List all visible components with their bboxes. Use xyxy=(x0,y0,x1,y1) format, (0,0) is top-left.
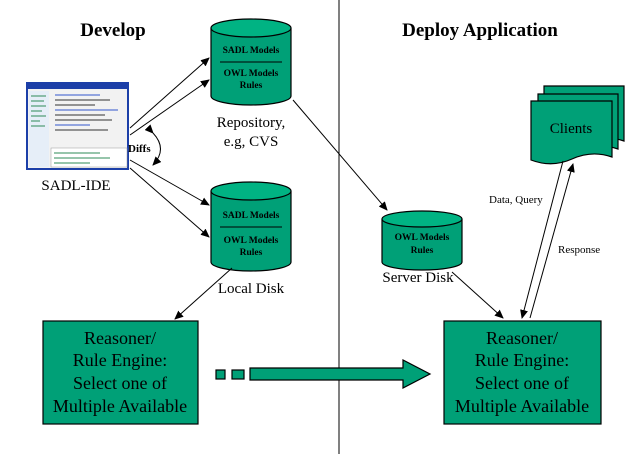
clients-documents xyxy=(530,85,625,165)
local-disk-cylinder xyxy=(210,181,292,272)
sadl-ide-label: SADL-IDE xyxy=(41,178,110,194)
server-disk-owl-models: OWL Models xyxy=(395,233,450,243)
server-disk-rules: Rules xyxy=(411,246,434,256)
repository-rules: Rules xyxy=(240,81,263,91)
repository-sadl-models: SADL Models xyxy=(223,46,280,56)
diffs-label: Diffs xyxy=(128,143,151,155)
local-disk-sadl-models: SADL Models xyxy=(223,211,280,221)
repository-caption-line2: e.g, CVS xyxy=(224,134,279,150)
local-disk-caption: Local Disk xyxy=(218,281,285,297)
server-to-reasoner-arrow xyxy=(451,271,504,319)
response-arrow xyxy=(529,163,575,319)
ide-to-repo-arrow-b xyxy=(129,79,210,136)
reasoner-right-line3: Select one of xyxy=(475,373,569,393)
data-query-arrow xyxy=(520,160,564,319)
develop-heading: Develop xyxy=(80,20,145,41)
deploy-block-arrow xyxy=(215,359,432,389)
server-disk-caption: Server Disk xyxy=(382,270,454,286)
ide-to-repo-arrow-a xyxy=(129,57,210,129)
reasoner-right-box xyxy=(443,320,602,425)
deploy-heading: Deploy Application xyxy=(402,20,558,41)
server-disk-cylinder xyxy=(381,210,463,271)
diffs-arrow xyxy=(144,124,162,166)
reasoner-left-line2: Rule Engine: xyxy=(73,350,167,370)
reasoner-right-line2: Rule Engine: xyxy=(475,350,569,370)
response-label: Response xyxy=(558,244,600,256)
reasoner-left-line1: Reasoner/ xyxy=(84,328,156,348)
local-to-reasoner-arrow xyxy=(174,267,233,320)
ide-to-local-arrow-a xyxy=(129,159,210,206)
local-disk-owl-models: OWL Models xyxy=(224,236,279,246)
repo-to-server-arrow xyxy=(292,99,388,211)
reasoner-left-line3: Select one of xyxy=(73,373,167,393)
reasoner-left-line4: Multiple Available xyxy=(53,396,187,416)
local-disk-rules: Rules xyxy=(240,248,263,258)
repository-caption-line1: Repository, xyxy=(217,115,286,131)
ide-to-local-arrow-b xyxy=(129,167,210,238)
reasoner-left-box xyxy=(42,320,199,425)
repository-cylinder xyxy=(210,18,292,106)
clients-label: Clients xyxy=(550,121,593,137)
data-query-label: Data, Query xyxy=(489,194,543,206)
reasoner-right-line1: Reasoner/ xyxy=(486,328,558,348)
sadl-ide-screenshot xyxy=(26,82,129,170)
repository-owl-models: OWL Models xyxy=(224,69,279,79)
reasoner-right-line4: Multiple Available xyxy=(455,396,589,416)
